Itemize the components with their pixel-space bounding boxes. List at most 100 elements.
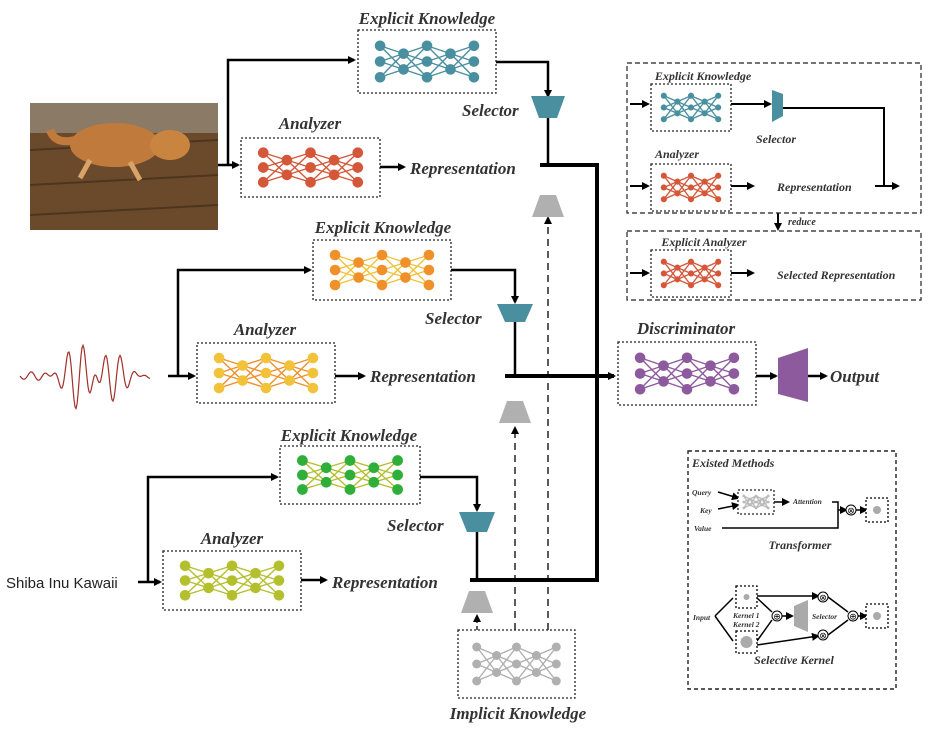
- implicit-knowledge-net: [457, 629, 576, 699]
- neuron-node: [766, 506, 770, 510]
- sk-selector-icon: [794, 600, 808, 632]
- neuron-node: [305, 162, 316, 173]
- feature-dot: [873, 506, 881, 514]
- reduce-label: reduce: [788, 217, 816, 228]
- neuron-node: [728, 368, 740, 379]
- implicit-selector-icon-1: [532, 195, 564, 217]
- neuron-node: [257, 176, 269, 188]
- neuron-node: [658, 376, 669, 387]
- neuron-node: [658, 360, 669, 371]
- svg-text:⊕: ⊕: [849, 613, 857, 623]
- neuron-node: [660, 196, 667, 203]
- neuron-node: [687, 116, 695, 123]
- neuron-node: [715, 282, 722, 289]
- neuron-node: [701, 190, 708, 197]
- reduced-panel: [626, 230, 922, 301]
- add-icon: [847, 610, 859, 622]
- neuron-node: [273, 589, 285, 601]
- neuron-node: [226, 560, 238, 572]
- dog-photo: [29, 103, 219, 230]
- neuron-node: [281, 154, 293, 166]
- neuron-node: [634, 383, 646, 395]
- svg-text:⊗: ⊗: [819, 594, 827, 604]
- neuron-node: [376, 264, 388, 276]
- neuron-node: [512, 659, 521, 669]
- neuron-node: [320, 476, 332, 488]
- explicit-knowledge-net-1: [357, 29, 497, 94]
- neuron-node: [445, 48, 456, 59]
- neuron-node: [398, 48, 409, 59]
- neuron-node: [674, 276, 681, 283]
- panel-analyzer-label: Analyzer: [654, 147, 699, 161]
- neuron-node: [687, 184, 695, 191]
- neuron-node: [237, 375, 248, 386]
- neuron-node: [674, 264, 681, 271]
- input-label: Input: [692, 613, 711, 622]
- neuron-node: [352, 162, 364, 173]
- neuron-node: [715, 184, 722, 191]
- explicit-panel: [626, 62, 922, 214]
- neuron-node: [368, 462, 380, 474]
- neuron-node: [681, 352, 693, 364]
- neuron-node: [492, 651, 502, 660]
- neuron-node: [687, 104, 695, 111]
- analyzer-label-3: Analyzer: [200, 529, 264, 548]
- neuron-node: [715, 258, 722, 265]
- neuron-node: [374, 56, 386, 67]
- explicit-knowledge-label-1: Explicit Knowledge: [358, 9, 496, 28]
- panel-selector-icon: [772, 90, 783, 122]
- neuron-node: [468, 40, 480, 52]
- neuron-node: [472, 659, 482, 669]
- neuron-node: [203, 582, 214, 594]
- neuron-node: [660, 282, 667, 289]
- query-label: Query: [692, 488, 712, 497]
- neuron-node: [492, 668, 502, 677]
- neuron-node: [674, 178, 681, 185]
- neuron-node: [328, 154, 340, 166]
- neuron-node: [273, 560, 285, 572]
- neuron-node: [344, 455, 356, 466]
- explicit-knowledge-label-3: Explicit Knowledge: [280, 426, 418, 445]
- selective-kernel-label: Selective Kernel: [754, 653, 834, 667]
- neuron-node: [281, 169, 293, 181]
- neuron-node: [320, 462, 332, 474]
- neuron-node: [352, 176, 364, 188]
- existed-methods-panel: [687, 450, 897, 690]
- neuron-node: [213, 382, 225, 394]
- neuron-node: [307, 352, 319, 364]
- neuron-node: [237, 360, 248, 371]
- neuron-node: [760, 503, 764, 507]
- panel-explicit-label: Explicit Knowledge: [654, 69, 752, 83]
- neuron-node: [307, 382, 319, 394]
- neuron-node: [273, 575, 285, 586]
- selected-representation-label: Selected Representation: [777, 268, 896, 282]
- neuron-node: [660, 258, 667, 265]
- neuron-node: [284, 360, 295, 371]
- neuron-node: [551, 659, 561, 669]
- selector-label-3: Selector: [387, 516, 444, 535]
- neuron-node: [531, 651, 541, 660]
- svg-text:⊕: ⊕: [773, 613, 781, 623]
- multiply-icon: [817, 591, 829, 603]
- text-input: Shiba Inu Kawaii: [6, 575, 118, 592]
- neuron-node: [754, 500, 758, 504]
- neuron-node: [715, 172, 722, 179]
- neuron-node: [400, 272, 411, 283]
- neuron-node: [754, 506, 758, 510]
- neuron-node: [742, 506, 746, 510]
- neuron-node: [297, 469, 308, 481]
- neuron-node: [297, 455, 308, 466]
- neuron-node: [226, 575, 238, 586]
- explicit-knowledge-label-2: Explicit Knowledge: [314, 218, 452, 237]
- neuron-node: [250, 582, 261, 594]
- neuron-node: [305, 147, 316, 159]
- selector-icon-1: [531, 96, 565, 118]
- svg-text:⊗: ⊗: [819, 632, 827, 642]
- implicit-selector-icon-2: [499, 401, 531, 423]
- neuron-node: [257, 162, 269, 173]
- audio-waveform: [19, 343, 151, 411]
- representation-label-1: Representation: [409, 159, 516, 178]
- neuron-node: [257, 147, 269, 159]
- neuron-node: [329, 249, 341, 261]
- neuron-node: [179, 560, 191, 572]
